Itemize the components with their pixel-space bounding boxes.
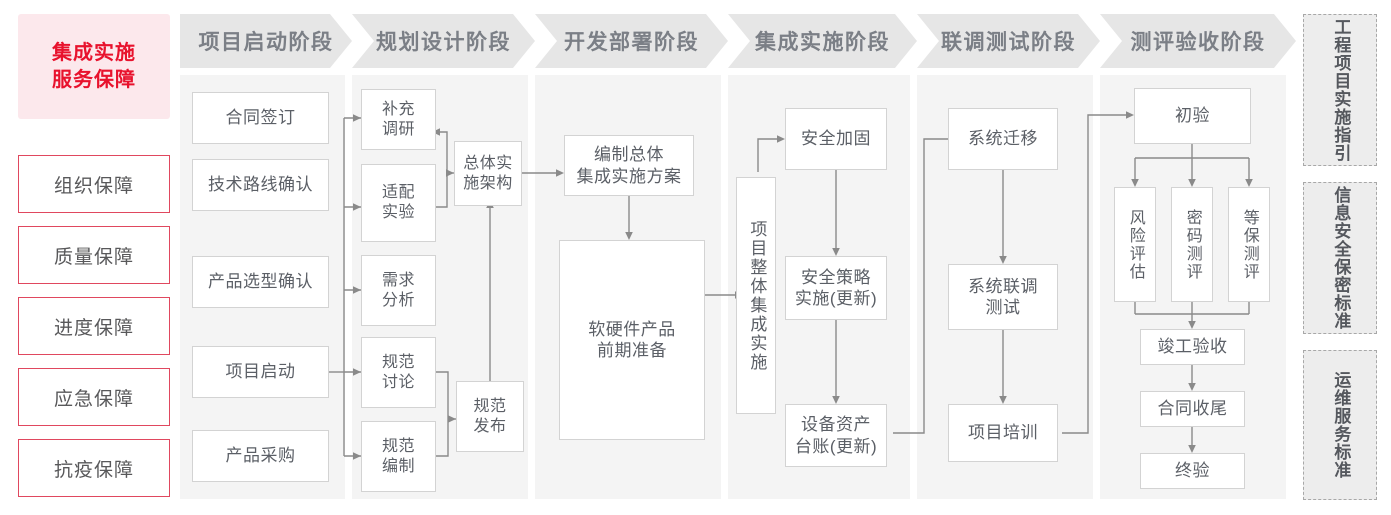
node-initial-acceptance[interactable]: 初验 xyxy=(1134,88,1251,144)
phase-header-label: 规划设计阶段 xyxy=(376,31,511,54)
guarantee-item-quality[interactable]: 质量保障 xyxy=(18,226,170,284)
node-spec-discussion[interactable]: 规范 讨论 xyxy=(361,337,436,408)
node-label-line2: 实施(更新) xyxy=(794,289,878,308)
node-requirement-analysis[interactable]: 需求 分析 xyxy=(361,255,436,326)
guarantee-item-label: 抗疫保障 xyxy=(53,459,134,481)
node-project-startup[interactable]: 项目启动 xyxy=(192,346,329,398)
node-label: 项目培训 xyxy=(968,423,1038,443)
node-security-policy-implementation[interactable]: 安全策略 实施(更新) xyxy=(785,256,887,320)
node-product-procurement[interactable]: 产品采购 xyxy=(192,430,329,482)
node-label-line1: 软硬件产品 xyxy=(588,319,676,339)
service-guarantee-title: 集成实施 服务保障 xyxy=(18,14,170,119)
node-label-line1: 补充 xyxy=(381,100,415,118)
rail-information-security-standard[interactable]: 信息安全保密标准 xyxy=(1303,182,1377,334)
node-equipment-asset-ledger[interactable]: 设备资产 台账(更新) xyxy=(785,404,887,467)
node-label-line1: 编制总体 xyxy=(594,145,664,165)
node-spec-drafting[interactable]: 规范 编制 xyxy=(361,421,436,492)
node-label: 产品采购 xyxy=(225,446,296,466)
node-label-line2: 分析 xyxy=(381,291,415,309)
node-adaptation-experiment[interactable]: 适配 实验 xyxy=(361,164,436,242)
phase-header-p1[interactable]: 项目启动阶段 xyxy=(180,14,352,68)
node-label: 产品选型确认 xyxy=(208,272,313,292)
node-label-line2: 实验 xyxy=(381,204,415,221)
node-security-hardening[interactable]: 安全加固 xyxy=(785,108,887,170)
node-label-line1: 规范 xyxy=(381,437,415,455)
node-label: 初验 xyxy=(1175,106,1210,126)
node-label-line1: 系统联调 xyxy=(968,276,1038,296)
service-guarantee-title-line1: 集成实施 xyxy=(52,41,136,64)
node-hardware-software-preparation[interactable]: 软硬件产品 前期准备 xyxy=(559,240,705,440)
node-label: 密码测评 xyxy=(1183,208,1201,281)
rail-label: 信息安全保密标准 xyxy=(1331,186,1351,330)
node-label: 竣工验收 xyxy=(1157,337,1228,357)
phase-header-p6[interactable]: 测评验收阶段 xyxy=(1100,14,1296,68)
node-supplementary-research[interactable]: 补充 调研 xyxy=(361,89,436,150)
node-label: 技术路线确认 xyxy=(208,175,313,195)
node-spec-release[interactable]: 规范 发布 xyxy=(456,381,524,452)
node-label-line2: 前期准备 xyxy=(597,341,667,360)
rail-label: 运维服务标准 xyxy=(1331,371,1351,479)
guarantee-item-label: 应急保障 xyxy=(53,388,134,410)
node-label-line2: 集成实施方案 xyxy=(576,166,682,186)
node-label-line2: 发布 xyxy=(473,417,507,435)
node-final-acceptance[interactable]: 终验 xyxy=(1140,453,1245,489)
phase-header-p3[interactable]: 开发部署阶段 xyxy=(535,14,728,68)
phase-header-label: 联调测试阶段 xyxy=(941,31,1076,54)
rail-operation-maintenance-standard[interactable]: 运维服务标准 xyxy=(1303,350,1377,500)
node-tech-route-confirm[interactable]: 技术路线确认 xyxy=(192,159,329,211)
guarantee-item-schedule[interactable]: 进度保障 xyxy=(18,297,170,355)
rail-label: 工程项目实施指引 xyxy=(1331,18,1351,162)
node-contract-closure[interactable]: 合同收尾 xyxy=(1140,391,1245,427)
node-label-line2: 调研 xyxy=(381,120,415,138)
node-project-training[interactable]: 项目培训 xyxy=(948,404,1058,462)
node-overall-implementation-architecture[interactable]: 总体实 施架构 xyxy=(454,141,522,206)
node-project-overall-integration[interactable]: 项目整体集成实施 xyxy=(736,177,776,414)
node-label-line1: 适配 xyxy=(381,184,415,201)
node-label: 等保测评 xyxy=(1240,208,1258,281)
node-label: 安全加固 xyxy=(801,129,871,149)
node-label-line2: 编制 xyxy=(381,457,415,475)
guarantee-item-label: 质量保障 xyxy=(53,246,134,268)
node-system-joint-debug-test[interactable]: 系统联调 测试 xyxy=(948,264,1058,330)
rail-engineering-project-guideline[interactable]: 工程项目实施指引 xyxy=(1303,14,1377,166)
node-label: 项目整体集成实施 xyxy=(747,219,767,372)
node-label: 合同签订 xyxy=(225,108,296,128)
node-completion-acceptance[interactable]: 竣工验收 xyxy=(1140,329,1245,365)
node-label-line1: 总体实 xyxy=(463,154,513,172)
phase-header-label: 集成实施阶段 xyxy=(755,31,890,54)
node-label-line2: 测试 xyxy=(985,298,1021,317)
phase-header-label: 测评验收阶段 xyxy=(1130,31,1266,54)
node-grade-protection-evaluation[interactable]: 等保测评 xyxy=(1228,187,1270,302)
guarantee-item-emergency[interactable]: 应急保障 xyxy=(18,368,170,426)
node-label-line1: 需求 xyxy=(381,271,415,289)
guarantee-item-organization[interactable]: 组织保障 xyxy=(18,155,170,213)
node-label-line1: 规范 xyxy=(381,353,415,371)
guarantee-item-label: 进度保障 xyxy=(53,317,134,339)
phase-header-p2[interactable]: 规划设计阶段 xyxy=(352,14,535,68)
node-label: 终验 xyxy=(1175,461,1210,481)
node-label-line1: 安全策略 xyxy=(800,267,871,287)
node-label-line2: 施架构 xyxy=(463,174,513,192)
phase-header-p4[interactable]: 集成实施阶段 xyxy=(728,14,917,68)
node-label-line2: 台账(更新) xyxy=(794,436,878,456)
node-label-line1: 规范 xyxy=(473,397,507,415)
node-label: 系统迁移 xyxy=(968,129,1038,149)
node-risk-assessment[interactable]: 风险评估 xyxy=(1114,187,1156,302)
node-label-line1: 设备资产 xyxy=(800,415,871,435)
node-label: 项目启动 xyxy=(225,362,296,382)
phase-header-label: 开发部署阶段 xyxy=(564,31,699,54)
node-label-line2: 讨论 xyxy=(381,373,415,391)
phase-header-p5[interactable]: 联调测试阶段 xyxy=(917,14,1100,68)
node-label: 风险评估 xyxy=(1126,208,1144,281)
service-guarantee-title-line2: 服务保障 xyxy=(52,68,136,91)
node-system-migration[interactable]: 系统迁移 xyxy=(948,108,1058,170)
node-product-selection-confirm[interactable]: 产品选型确认 xyxy=(192,256,329,308)
phase-header-label: 项目启动阶段 xyxy=(198,31,334,54)
guarantee-item-label: 组织保障 xyxy=(53,175,134,197)
node-label: 合同收尾 xyxy=(1157,399,1228,419)
node-crypto-evaluation[interactable]: 密码测评 xyxy=(1171,187,1213,302)
node-contract-signing[interactable]: 合同签订 xyxy=(192,92,329,144)
node-overall-integration-plan[interactable]: 编制总体 集成实施方案 xyxy=(564,135,694,196)
guarantee-item-epidemic[interactable]: 抗疫保障 xyxy=(18,439,170,497)
